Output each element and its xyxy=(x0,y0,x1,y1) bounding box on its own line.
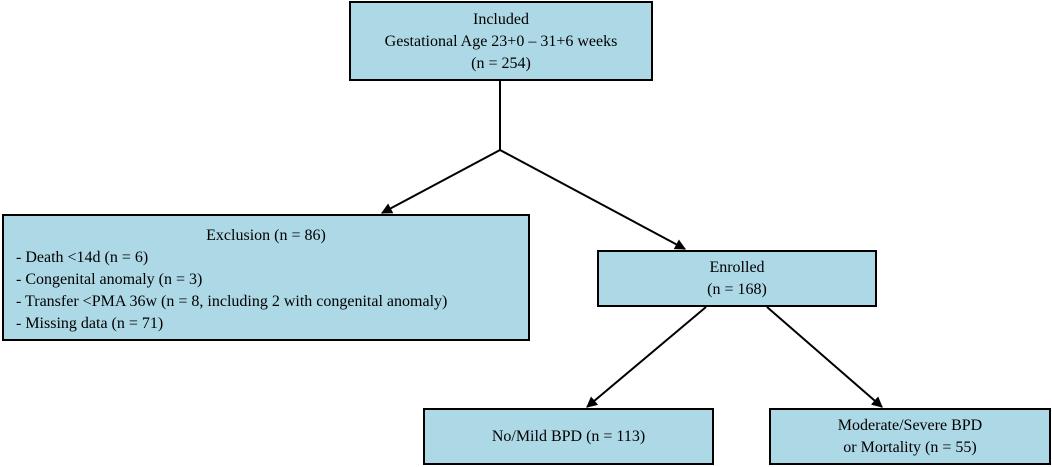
included-gestational-age: Gestational Age 23+0 – 31+6 weeks xyxy=(384,33,618,50)
exclusion-title: Exclusion (n = 86) xyxy=(206,227,326,244)
enrolled-box: Enrolled (n = 168) xyxy=(597,250,877,307)
arrow-to-exclusion xyxy=(381,149,501,214)
enrolled-count: (n = 168) xyxy=(707,280,767,298)
included-title: Included xyxy=(473,11,529,28)
exclusion-item-missing-data: - Missing data (n = 71) xyxy=(16,315,164,332)
exclusion-item-death: - Death <14d (n = 6) xyxy=(16,249,149,266)
exclusion-item-congenital-anomaly: - Congenital anomaly (n = 3) xyxy=(16,271,203,288)
exclusion-box: Exclusion (n = 86) - Death <14d (n = 6) … xyxy=(2,214,530,341)
arrow-to-no-mild-bpd xyxy=(586,306,707,408)
moderate-severe-bpd-label: Moderate/Severe BPD xyxy=(837,416,983,434)
moderate-severe-bpd-box: Moderate/Severe BPD or Mortality (n = 55… xyxy=(769,408,1051,465)
exclusion-item-transfer: - Transfer <PMA 36w (n = 8, including 2 … xyxy=(16,293,448,310)
arrow-to-moderate-severe-bpd xyxy=(766,306,883,408)
enrolled-title: Enrolled xyxy=(709,258,765,276)
no-mild-bpd-box: No/Mild BPD (n = 113) xyxy=(423,408,714,465)
included-box: Included Gestational Age 23+0 – 31+6 wee… xyxy=(349,1,653,81)
mortality-count-label: or Mortality (n = 55) xyxy=(843,438,977,456)
arrow-to-enrolled xyxy=(499,149,686,250)
no-mild-bpd-label: No/Mild BPD (n = 113) xyxy=(491,427,646,445)
included-count: (n = 254) xyxy=(471,55,531,72)
